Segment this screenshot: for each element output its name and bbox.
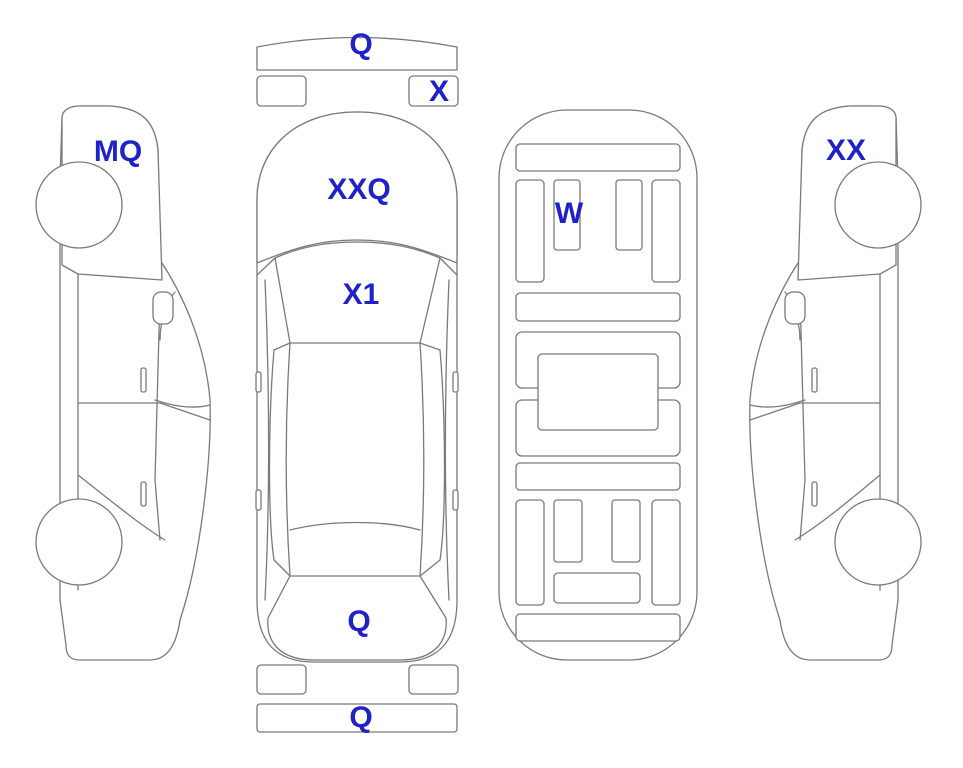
windshield-zone[interactable] [256,111,458,264]
headlight-left[interactable] [256,75,307,107]
rear-bumper-zone[interactable] [256,703,458,733]
left-front-wheel[interactable] [35,161,123,249]
headlight-right-label: X [429,75,449,108]
headlight-right[interactable] [408,75,459,107]
left-rear-wheel[interactable] [35,498,123,586]
front-bumper-label: Q [349,28,372,61]
rear-window-zone[interactable] [267,575,447,661]
car-underbody-view [498,109,698,661]
roof-panel-label: W [555,197,584,230]
right-window-label: XX [826,134,866,167]
hood-zone[interactable] [274,241,441,344]
taillight-left[interactable] [256,664,307,695]
left-window-label: MQ [94,135,142,168]
taillight-right[interactable] [408,664,459,695]
car-top-view [255,111,459,663]
windshield-label: XXQ [327,173,390,206]
right-rear-wheel[interactable] [834,498,922,586]
rear-bumper-label: Q [349,701,372,734]
car-left-side-view [35,105,211,661]
front-bumper-zone[interactable] [256,36,458,71]
roof-panel-zone[interactable] [553,179,581,251]
hood-label: X1 [343,278,380,311]
rear-window-label: Q [347,605,370,638]
right-front-wheel[interactable] [834,161,922,249]
car-right-side-view [749,105,922,661]
